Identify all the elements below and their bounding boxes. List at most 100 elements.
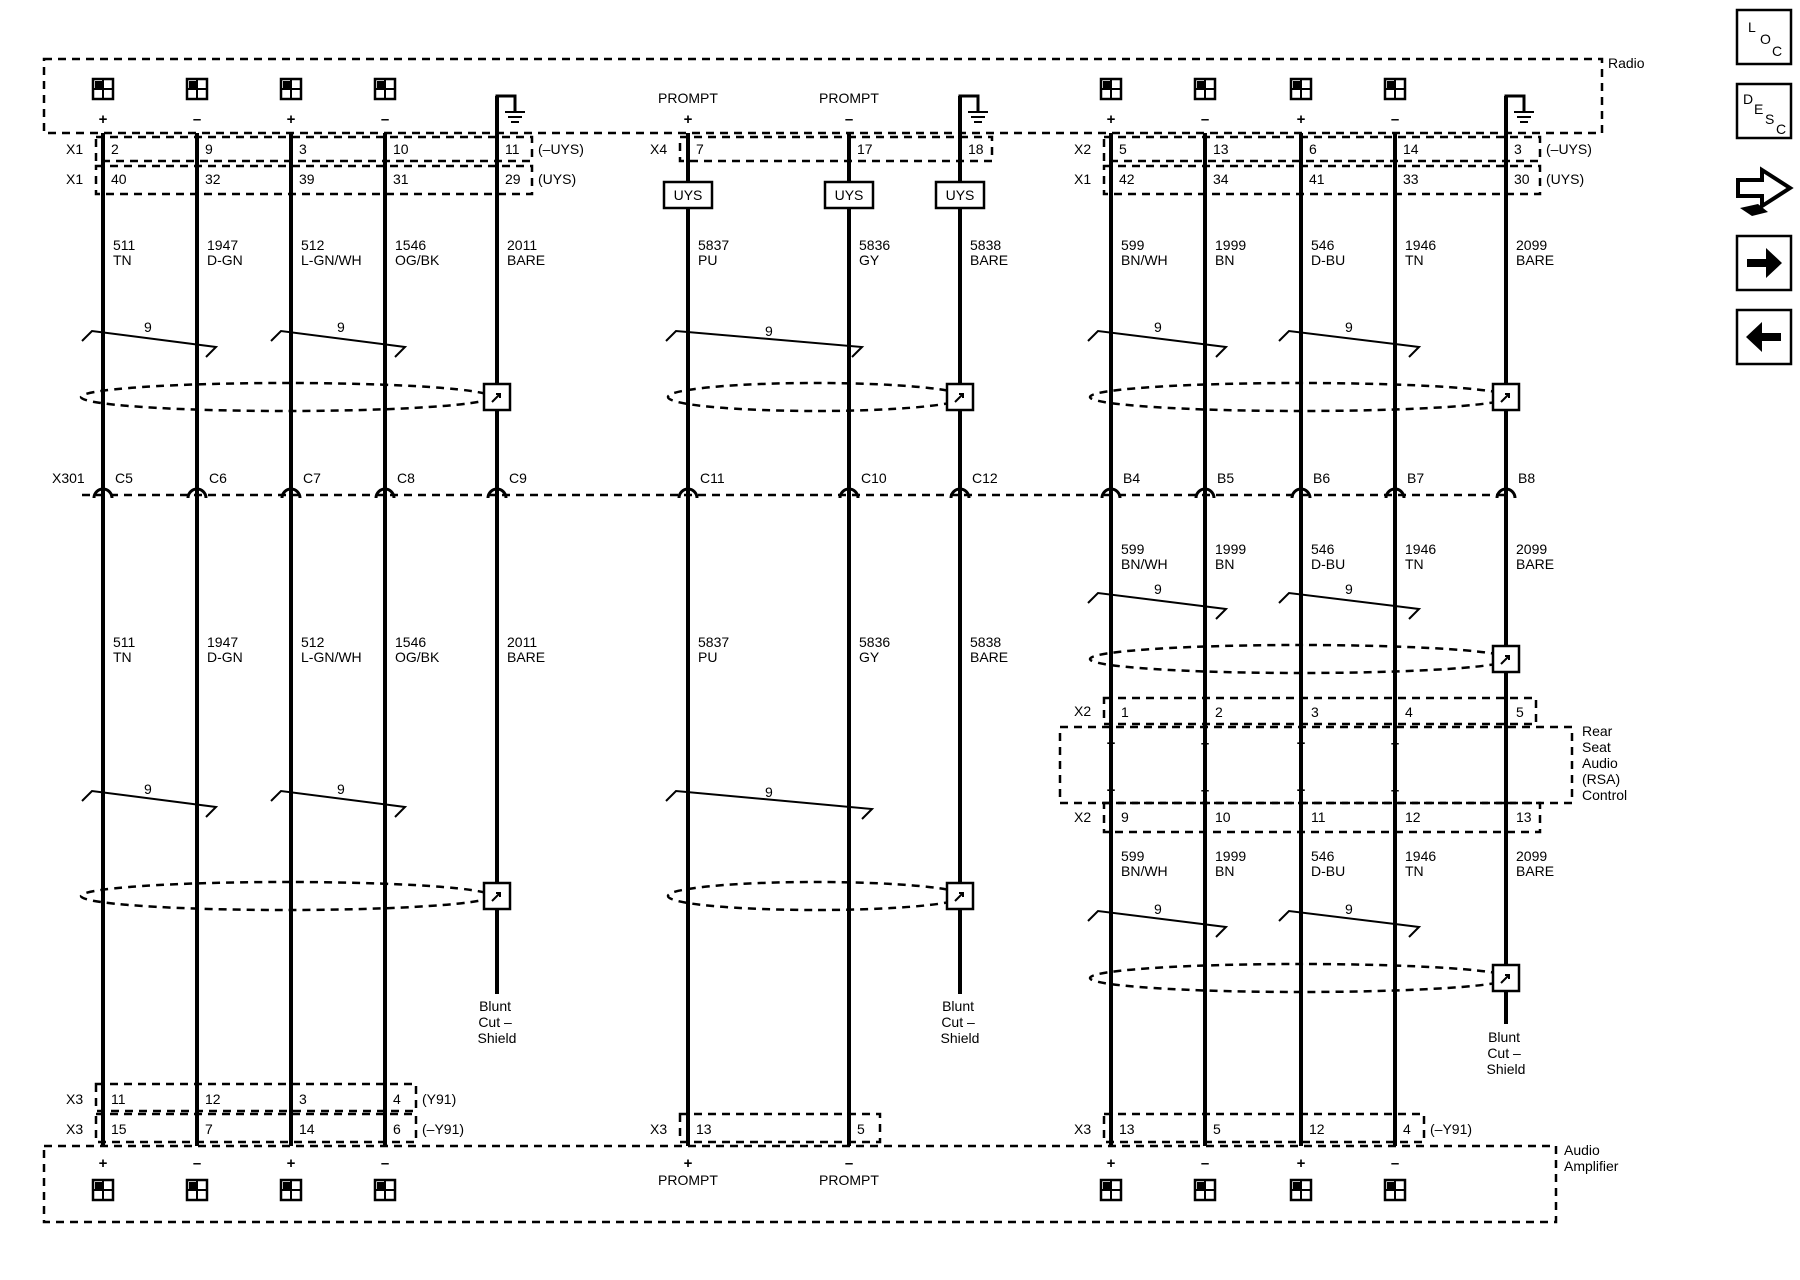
- circuit-color-mid-546: D-BU: [1311, 556, 1345, 572]
- inline-pin-C5: C5: [115, 470, 133, 486]
- radio-pin-5838: 18: [968, 141, 984, 157]
- rsa-x2-bottom-label: X2: [1074, 809, 1091, 825]
- radio-x1-label-a: X1: [66, 141, 83, 157]
- svg-text:9: 9: [144, 319, 152, 335]
- circuit-color-lower-5837: PU: [698, 649, 717, 665]
- amp-pin2-546: 12: [1309, 1121, 1325, 1137]
- shield-box-lower-5838-mark: [954, 892, 964, 902]
- shield-box-upper-2011-mark: [491, 393, 501, 403]
- circuit-number-upper-1946: 1946: [1405, 237, 1436, 253]
- rsa-polarity-in-1999: –: [1201, 735, 1209, 752]
- radio-terminal-512-fill: [283, 81, 291, 89]
- radio-pin-5836: 17: [857, 141, 873, 157]
- radio-pin2-1946: 33: [1403, 171, 1419, 187]
- amp-polarity-5836: –: [845, 1155, 853, 1172]
- circuit-number-lower-5836: 5836: [859, 634, 890, 650]
- svg-text:E: E: [1754, 101, 1763, 117]
- inline-arc-C9: [486, 487, 508, 499]
- x301-label: X301: [52, 470, 85, 486]
- amp-polarity-511: +: [99, 1155, 108, 1172]
- inline-pin-C6: C6: [209, 470, 227, 486]
- uys-option-label-5836: UYS: [835, 187, 864, 203]
- amp-x3-label-b: X3: [66, 1121, 83, 1137]
- blunt-cut-shield-label-a: Blunt Cut – Shield: [478, 998, 517, 1046]
- radio-pin2-1999: 34: [1213, 171, 1229, 187]
- previous-arrow-button[interactable]: [1735, 308, 1793, 366]
- radio-prompt-minus-label: PROMPT: [819, 90, 879, 106]
- circuit-color-lower-512: L-GN/WH: [301, 649, 362, 665]
- circuit-color-lower-2099: BARE: [1516, 863, 1554, 879]
- amp-x3-strip-b: [94, 1112, 418, 1144]
- rsa-module-label: Rear Seat Audio (RSA) Control: [1582, 723, 1627, 803]
- amp-pin2-512: 14: [299, 1121, 315, 1137]
- svg-text:9: 9: [1345, 901, 1353, 917]
- circuit-number-lower-546: 546: [1311, 848, 1335, 864]
- circuit-color-lower-5836: GY: [859, 649, 880, 665]
- radio-pin2-599: 42: [1119, 171, 1135, 187]
- amp-pin-1947: 12: [205, 1091, 221, 1107]
- radio-polarity-5836: –: [845, 111, 853, 128]
- svg-text:C: C: [1772, 43, 1782, 59]
- svg-text:9: 9: [765, 784, 773, 800]
- circuit-number-lower-1546: 1546: [395, 634, 426, 650]
- svg-text:9: 9: [1154, 901, 1162, 917]
- twist-count-labels: 9 9 9 9 9 9 9 9 9 9 9 9: [144, 319, 1353, 917]
- rsa-polarity-out-1999: –: [1201, 782, 1209, 799]
- wrench-repair-button[interactable]: [1736, 158, 1794, 216]
- svg-text:9: 9: [1345, 581, 1353, 597]
- amp-prompt-plus-label: PROMPT: [658, 1172, 718, 1188]
- radio-x4-strip: [678, 135, 994, 163]
- circuits-layer: ++240511TNC5511TN1115––9321947D-GNC61947…: [91, 77, 1554, 1202]
- svg-text:9: 9: [337, 781, 345, 797]
- rsa-x2-bottom-strip: [1102, 801, 1542, 834]
- circuit-color-upper-2011: BARE: [507, 252, 545, 268]
- ground-5838-symbol: [968, 111, 988, 123]
- circuit-number-upper-1546: 1546: [395, 237, 426, 253]
- next-arrow-button[interactable]: [1735, 234, 1793, 292]
- svg-text:9: 9: [1345, 319, 1353, 335]
- circuit-number-upper-1999: 1999: [1215, 237, 1246, 253]
- circuit-number-upper-5838: 5838: [970, 237, 1001, 253]
- radio-polarity-1947: –: [193, 111, 201, 128]
- twisted-pair-marks: [81, 329, 1422, 938]
- radio-polarity-1546: –: [381, 111, 389, 128]
- inline-pin-B6: B6: [1313, 470, 1330, 486]
- circuit-number-mid-1946: 1946: [1405, 541, 1436, 557]
- inline-pin-C12: C12: [972, 470, 998, 486]
- ground-2099-lead: [1504, 94, 1526, 133]
- svg-text:9: 9: [1154, 581, 1162, 597]
- desc-button[interactable]: D E S C: [1735, 82, 1793, 140]
- amplifier-module-outline: [42, 1144, 1558, 1224]
- rsa-pin-bottom-2099: 13: [1516, 809, 1532, 825]
- svg-text:9: 9: [337, 319, 345, 335]
- rsa-module-outline: [1058, 725, 1574, 805]
- circuit-color-upper-546: D-BU: [1311, 252, 1345, 268]
- radio-module-outline: [42, 57, 1604, 135]
- radio-terminal-1546-fill: [377, 81, 385, 89]
- rsa-polarity-out-546: +: [1297, 782, 1306, 799]
- circuit-color-lower-1946: TN: [1405, 863, 1424, 879]
- radio-x2-strip: [1102, 135, 1542, 163]
- uys-option-box-5837: [662, 180, 714, 210]
- rsa-polarity-in-1946: –: [1391, 735, 1399, 752]
- circuit-number-upper-511: 511: [113, 237, 136, 253]
- amp-terminal-1999-fill: [1197, 1182, 1205, 1190]
- amp-x3-strip-c: [678, 1112, 882, 1144]
- option-y91-amp: (Y91): [422, 1091, 456, 1107]
- loc-button[interactable]: L O C: [1735, 8, 1793, 66]
- circuit-color-mid-599: BN/WH: [1121, 556, 1168, 572]
- circuit-number-lower-599: 599: [1121, 848, 1145, 864]
- amp-terminal-546-fill: [1293, 1182, 1301, 1190]
- wrench-arrow-icon: [1736, 166, 1794, 210]
- amp-x3-label-a: X3: [66, 1091, 83, 1107]
- circuit-color-upper-511: TN: [113, 252, 132, 268]
- circuit-number-lower-5837: 5837: [698, 634, 729, 650]
- inline-arc-C8: [374, 487, 396, 499]
- radio-pin-2099: 3: [1514, 141, 1522, 157]
- amp-pin2-1546: 6: [393, 1121, 401, 1137]
- radio-polarity-511: +: [99, 111, 108, 128]
- inline-arc-C11: [677, 487, 699, 499]
- inline-arc-C12: [949, 487, 971, 499]
- option-not-y91-amp-b: (–Y91): [1430, 1121, 1472, 1137]
- rsa-pin-top-546: 3: [1311, 704, 1319, 720]
